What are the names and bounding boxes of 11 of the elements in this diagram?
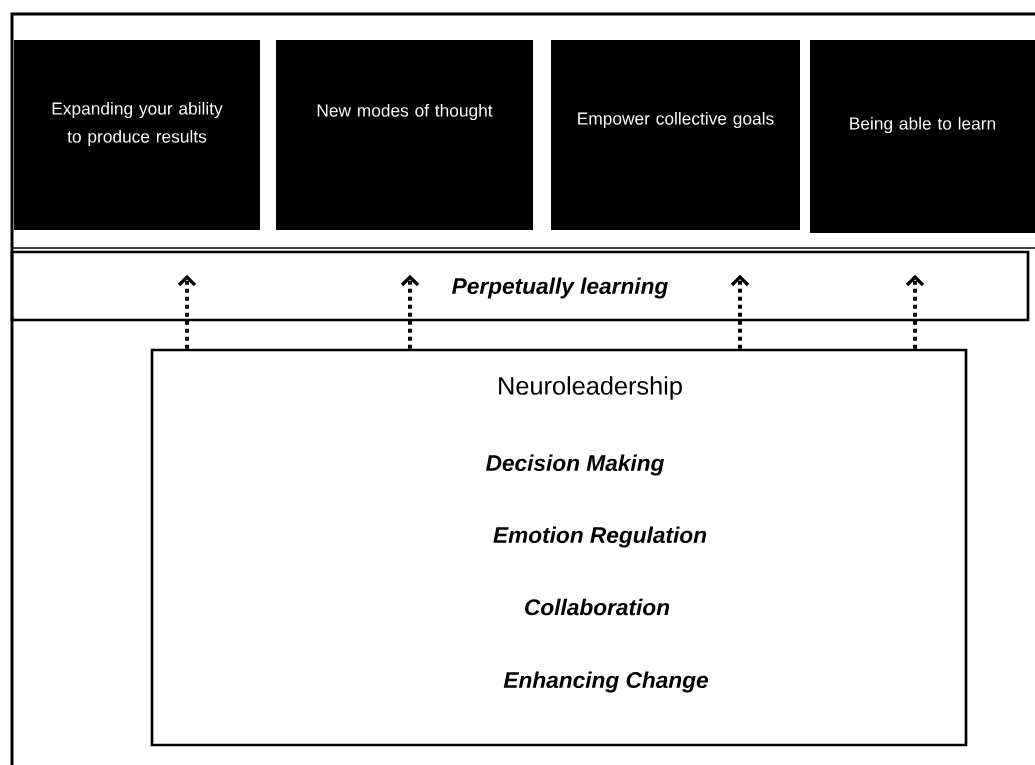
dotted-arrow	[730, 274, 750, 349]
dotted-arrow	[400, 274, 420, 349]
content-box: Neuroleadership Decision Making Emotion Regulation Collaboration Enhancing Change	[150, 348, 968, 747]
goal-box: Being able to learn	[810, 40, 1035, 233]
band: Perpetually learning	[10, 250, 1030, 322]
goal-box: Empower collective goals	[551, 40, 800, 230]
node-label: Expanding your ability to produce results	[52, 101, 223, 147]
dotted-arrow	[905, 274, 925, 349]
goal-box: Expanding your ability to produce results	[14, 40, 260, 230]
dotted-arrow	[177, 274, 197, 349]
goal-box: New modes of thought	[276, 40, 533, 230]
